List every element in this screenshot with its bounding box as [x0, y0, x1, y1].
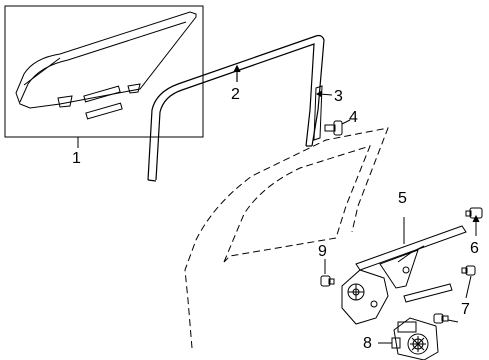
callout-4: 4: [349, 109, 358, 126]
callout-1: 1: [72, 150, 81, 167]
run-channel-outer: [147, 34, 325, 181]
door-window-frame: [223, 145, 371, 263]
regulator-base-hole: [370, 300, 378, 308]
run-channel-end: [147, 179, 157, 182]
inset-box: [4, 5, 204, 138]
glass-channel-lower: [85, 102, 123, 120]
regulator-gear-teeth: [348, 284, 364, 300]
motor-housing: [393, 317, 439, 360]
bolt-7a-shank: [461, 267, 468, 274]
part-5-regulator: [355, 217, 467, 303]
regulator-rail: [355, 225, 467, 271]
part-8-motor: [378, 317, 439, 360]
motor-drum: [407, 333, 429, 355]
leader-6-arrow: [472, 214, 480, 223]
glass-outline: [15, 11, 197, 109]
part-9-bolt: [320, 259, 335, 287]
part-1-door-glass: [4, 5, 204, 148]
regulator-lower-bar: [403, 283, 453, 303]
bracket-right: [127, 83, 141, 94]
part-7-bolts: [433, 265, 476, 324]
regulator-arm-1: [379, 249, 419, 289]
glass-channel-upper: [83, 85, 121, 103]
leader-3-arrow: [316, 90, 323, 98]
part-4-bolt: [324, 119, 351, 136]
run-channel-inner: [155, 43, 315, 181]
glass-edge: [19, 21, 187, 103]
bolt-6-shank: [465, 210, 472, 217]
callout-6: 6: [470, 240, 479, 257]
callout-7: 7: [461, 301, 470, 318]
part-2-run-channel: [147, 34, 325, 182]
door-outline: [184, 127, 389, 349]
part-3-channel-strip: [313, 85, 333, 141]
leader-7a: [465, 275, 472, 299]
callout-2: 2: [231, 86, 240, 103]
door-outer-panel: [184, 127, 389, 349]
channel-strip: [313, 85, 323, 141]
regulator-arm-2: [397, 245, 425, 263]
bolt-4-head: [333, 120, 343, 136]
bolt-9-head: [320, 275, 331, 287]
regulator-base-plate: [341, 269, 389, 325]
bolt-7a-head: [465, 265, 476, 276]
leader-7b: [447, 319, 459, 323]
callout-3: 3: [334, 88, 343, 105]
bolt-7b-head: [433, 313, 444, 324]
bolt-4-shank: [324, 124, 336, 132]
leader-2-arrow: [233, 64, 241, 73]
bolt-7b-shank: [441, 315, 449, 322]
motor-drum-spokes: [410, 336, 426, 352]
glass-edge-top: [23, 57, 61, 86]
bolt-9-shank: [328, 278, 335, 285]
callout-9: 9: [318, 243, 327, 260]
callout-8: 8: [363, 335, 372, 352]
regulator-pivot: [402, 266, 410, 274]
part-6-bolt: [465, 207, 483, 236]
callout-5: 5: [398, 190, 407, 207]
regulator-base: [341, 269, 389, 325]
bracket-left: [57, 95, 73, 108]
motor-top: [397, 321, 417, 333]
leader-4: [341, 119, 351, 125]
